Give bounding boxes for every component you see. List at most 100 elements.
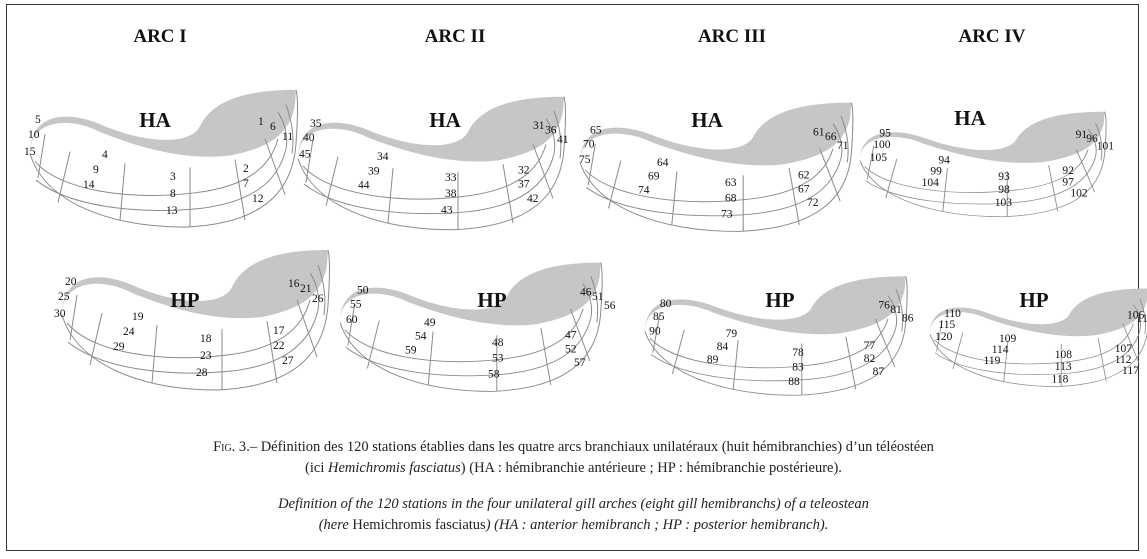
station-number: 25 [58, 291, 70, 303]
station-number: 63 [725, 177, 737, 189]
station-number: 86 [902, 313, 914, 325]
station-number: 89 [707, 354, 719, 366]
fig-label: Fig. 3 [213, 439, 247, 455]
station-number: 38 [445, 188, 457, 200]
station-number: 67 [798, 183, 810, 195]
arc3-ha-label: HA [691, 108, 723, 132]
arc-title-3: ARC III [698, 26, 766, 47]
station-number: 4 [102, 149, 108, 161]
station-number: 28 [196, 367, 208, 379]
arc1-hp-label: HP [170, 288, 199, 312]
station-number: 51 [592, 291, 604, 303]
station-number: 71 [837, 140, 849, 152]
station-number: 48 [492, 337, 504, 349]
station-number: 2 [243, 163, 249, 175]
caption-en-species: Hemichromis fasciatus [352, 517, 486, 533]
station-number: 17 [273, 325, 285, 337]
station-number: 26 [312, 293, 324, 305]
station-number: 23 [200, 350, 212, 362]
arc-title-1: ARC I [133, 26, 186, 47]
station-number: 114 [992, 344, 1009, 356]
station-number: 107 [1115, 343, 1133, 355]
station-number: 76 [878, 300, 890, 312]
station-number: 41 [557, 134, 569, 146]
station-number: 77 [864, 340, 876, 352]
station-number: 7 [243, 178, 249, 190]
station-number: 118 [1052, 374, 1069, 386]
caption-en-line2b: ) (HA : anterior hemibranch ; HP : poste… [485, 517, 829, 533]
station-number: 33 [445, 172, 457, 184]
station-number: 52 [565, 343, 577, 355]
station-number: 112 [1115, 354, 1132, 366]
station-number: 14 [83, 179, 95, 191]
station-number: 9 [93, 164, 99, 176]
station-number: 70 [583, 138, 595, 150]
station-number: 32 [518, 164, 530, 176]
station-number: 1 [258, 116, 264, 128]
station-number: 84 [717, 341, 729, 353]
station-number: 20 [65, 276, 77, 288]
station-number: 54 [415, 331, 427, 343]
station-number: 75 [579, 154, 591, 166]
station-number: 73 [721, 208, 733, 220]
station-number: 105 [870, 152, 888, 164]
station-number: 88 [788, 376, 800, 388]
station-number: 42 [527, 193, 539, 205]
station-number: 92 [1062, 165, 1074, 177]
station-number: 47 [565, 330, 577, 342]
station-number: 80 [660, 298, 672, 310]
station-number: 93 [998, 171, 1010, 183]
station-number: 8 [170, 188, 176, 200]
station-number: 12 [252, 193, 264, 205]
station-number: 21 [300, 283, 312, 295]
arc-title-2: ARC II [425, 26, 486, 47]
caption-fr-line2a: (ici [305, 460, 328, 476]
station-number: 30 [54, 308, 66, 320]
gill-arch-diagram: ARC I ARC II ARC III ARC IV HA HA HA HA … [24, 26, 1147, 396]
station-number: 27 [282, 355, 294, 367]
station-number: 85 [653, 311, 665, 323]
station-number: 53 [492, 353, 504, 365]
station-number: 83 [792, 362, 804, 374]
station-number: 94 [938, 154, 950, 166]
station-number: 5 [35, 114, 41, 126]
station-number: 18 [200, 333, 212, 345]
station-number: 101 [1097, 141, 1115, 153]
station-number: 111 [1137, 313, 1147, 325]
station-number: 96 [1086, 133, 1098, 145]
station-number: 119 [984, 355, 1001, 367]
station-number: 97 [1062, 176, 1074, 188]
station-number: 39 [368, 165, 380, 177]
station-number: 74 [638, 184, 650, 196]
arc3-hp-label: HP [765, 288, 794, 312]
station-number: 95 [879, 128, 891, 140]
station-number: 90 [649, 326, 661, 338]
station-number: 35 [310, 118, 322, 130]
caption-fr-species: Hemichromis fasciatus [328, 460, 461, 476]
station-number: 68 [725, 193, 737, 205]
station-number: 24 [123, 326, 135, 338]
station-number: 120 [935, 331, 953, 343]
caption-fr-line2b: ) (HA : hémibranchie antérieure ; HP : h… [460, 460, 842, 476]
arc4-ha-label: HA [954, 106, 986, 130]
station-number: 19 [132, 311, 144, 323]
station-number: 56 [604, 300, 616, 312]
station-number: 91 [1076, 129, 1088, 141]
station-number: 61 [813, 126, 825, 138]
station-number: 65 [590, 125, 602, 137]
station-number: 3 [170, 171, 176, 183]
station-number: 113 [1055, 361, 1072, 373]
caption-english: Definition of the 120 stations in the fo… [0, 494, 1147, 536]
station-number: 109 [999, 333, 1017, 345]
station-number: 108 [1055, 349, 1073, 361]
caption-en-line2a: (here [318, 517, 353, 533]
arc2-hp-shape [339, 262, 603, 392]
station-number: 104 [922, 177, 940, 189]
arc-title-4: ARC IV [958, 26, 1025, 47]
station-number: 37 [518, 179, 530, 191]
station-number: 50 [357, 285, 369, 297]
station-number: 59 [405, 344, 417, 356]
caption-fr-line1: .– Définition des 120 stations établies … [246, 439, 934, 455]
station-number: 6 [270, 121, 276, 133]
